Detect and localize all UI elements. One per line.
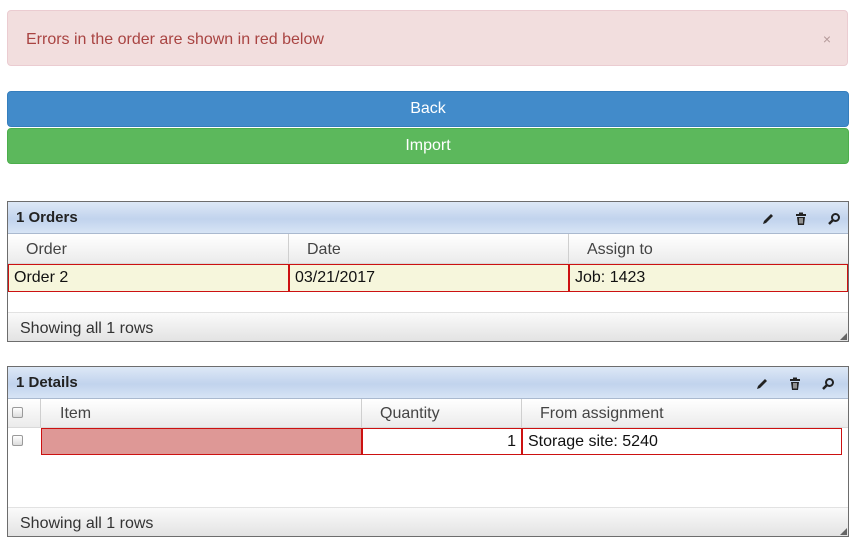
column-header-quantity[interactable]: Quantity <box>362 399 522 427</box>
row-select-cell <box>8 428 41 455</box>
pencil-icon[interactable] <box>754 376 770 392</box>
order-cell[interactable]: Order 2 <box>8 264 289 292</box>
row-checkbox[interactable] <box>12 435 23 446</box>
orders-grid: 1 Orders Order Date Assign to Order 2 03… <box>7 201 849 342</box>
orders-grid-title: 1 Orders <box>16 209 78 226</box>
details-grid-caption: 1 Details <box>8 367 848 399</box>
orders-grid-footer: Showing all 1 rows <box>8 312 848 341</box>
search-icon[interactable] <box>820 376 836 392</box>
date-cell[interactable]: 03/21/2017 <box>289 264 569 292</box>
pencil-icon[interactable] <box>760 211 776 227</box>
details-grid-toolbar <box>754 376 836 392</box>
orders-grid-caption: 1 Orders <box>8 202 848 234</box>
back-button[interactable]: Back <box>7 91 849 127</box>
orders-row-count: Showing all 1 rows <box>20 320 154 337</box>
search-icon[interactable] <box>826 211 842 227</box>
trash-icon[interactable] <box>787 376 803 392</box>
table-row[interactable]: 1 Storage site: 5240 <box>8 428 848 455</box>
alert-message: Errors in the order are shown in red bel… <box>26 31 324 48</box>
resize-handle-icon[interactable] <box>840 333 847 340</box>
column-header-assign-to[interactable]: Assign to <box>587 241 653 258</box>
assign-to-cell[interactable]: Job: 1423 <box>569 264 848 292</box>
select-all-checkbox[interactable] <box>12 407 23 418</box>
table-row[interactable]: Order 2 03/21/2017 Job: 1423 <box>8 264 848 292</box>
select-all-column <box>8 399 41 427</box>
details-row-count: Showing all 1 rows <box>20 515 154 532</box>
details-grid-header: Item Quantity From assignment <box>8 399 848 428</box>
from-assignment-cell[interactable]: Storage site: 5240 <box>522 428 842 455</box>
import-button[interactable]: Import <box>7 128 849 164</box>
orders-grid-header: Order Date Assign to <box>8 234 848 264</box>
column-header-item[interactable]: Item <box>41 399 362 427</box>
error-alert: Errors in the order are shown in red bel… <box>7 10 848 66</box>
trash-icon[interactable] <box>793 211 809 227</box>
resize-handle-icon[interactable] <box>840 528 847 535</box>
quantity-cell[interactable]: 1 <box>362 428 522 455</box>
details-grid: 1 Details Item Quantity From assignment <box>7 366 849 537</box>
column-header-date[interactable]: Date <box>289 234 569 263</box>
column-header-from-assignment[interactable]: From assignment <box>540 405 664 422</box>
orders-grid-toolbar <box>760 211 842 227</box>
close-icon[interactable]: × <box>822 31 831 47</box>
column-header-order[interactable]: Order <box>8 234 289 263</box>
item-cell[interactable] <box>41 428 362 455</box>
details-grid-title: 1 Details <box>16 374 78 391</box>
details-grid-footer: Showing all 1 rows <box>8 507 848 536</box>
